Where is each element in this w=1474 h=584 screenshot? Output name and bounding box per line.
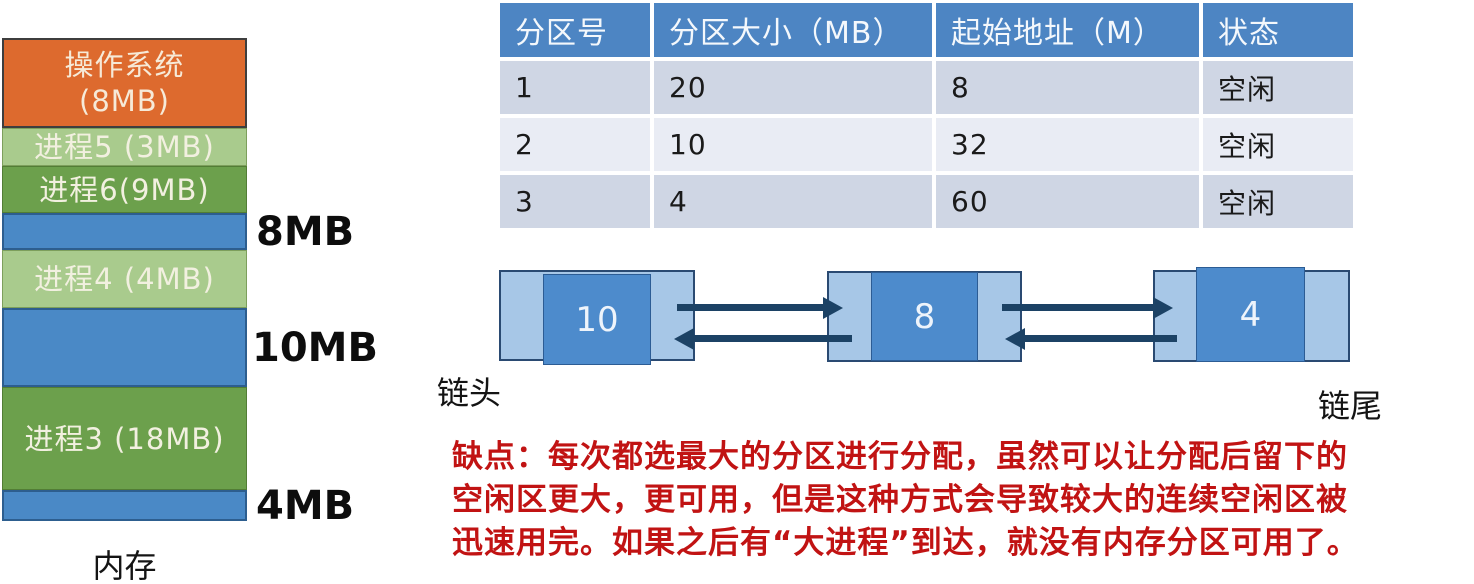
disadvantage-note: 缺点：每次都选最大的分区进行分配，虽然可以让分配后留下的 空闲区更大，更可用，但… bbox=[452, 436, 1359, 565]
arrow-back-8-to-10-icon bbox=[694, 335, 852, 342]
note-line-3: 迅速用完。如果之后有“大进程”到达，就没有内存分区可用了。 bbox=[452, 525, 1359, 561]
table-cell-r3-start-address: 60 bbox=[936, 175, 1199, 228]
table-cell-r2-start-address: 32 bbox=[936, 118, 1199, 171]
node-4-value: 4 bbox=[1196, 267, 1305, 362]
arrow-forward-10-to-8-icon bbox=[677, 304, 823, 311]
memory-column: 操作系统 (8MB) 进程5 (3MB) 进程6(9MB) 进程4 (4MB) … bbox=[2, 38, 247, 521]
node-10-value: 10 bbox=[543, 274, 651, 365]
arrow-forward-8-to-4-icon bbox=[1002, 304, 1153, 311]
table-cell-r1-start-address: 8 bbox=[936, 61, 1199, 114]
memory-block-free-8mb bbox=[2, 213, 247, 250]
table-cell-r2-partition-size: 10 bbox=[654, 118, 932, 171]
os-block-label: 操作系统 bbox=[64, 48, 185, 82]
table-header-start-address: 起始地址（M） bbox=[936, 3, 1199, 57]
memory-block-process6: 进程6(9MB) bbox=[2, 166, 247, 213]
table-header-status: 状态 bbox=[1203, 3, 1353, 57]
note-line-1: 缺点：每次都选最大的分区进行分配，虽然可以让分配后留下的 bbox=[452, 439, 1348, 475]
chain-tail-label: 链尾 bbox=[1318, 387, 1383, 425]
memory-caption: 内存 bbox=[92, 547, 157, 584]
os-block-size: (8MB) bbox=[79, 84, 170, 118]
free-size-label-10mb: 10MB bbox=[252, 325, 378, 371]
memory-block-process4: 进程4 (4MB) bbox=[2, 250, 247, 308]
free-size-label-4mb: 4MB bbox=[256, 483, 355, 529]
table-cell-r3-partition-size: 4 bbox=[654, 175, 932, 228]
table-cell-r1-status: 空闲 bbox=[1203, 61, 1353, 114]
table-cell-r2-partition-no: 2 bbox=[500, 118, 650, 171]
memory-block-process5: 进程5 (3MB) bbox=[2, 128, 247, 166]
table-cell-r3-status: 空闲 bbox=[1203, 175, 1353, 228]
free-size-label-8mb: 8MB bbox=[256, 209, 355, 255]
list-node-4: 4 bbox=[1153, 267, 1350, 362]
table-cell-r1-partition-no: 1 bbox=[500, 61, 650, 114]
process5-label: 进程5 (3MB) bbox=[34, 130, 215, 164]
process3-label: 进程3 (18MB) bbox=[24, 421, 225, 456]
memory-block-process3: 进程3 (18MB) bbox=[2, 387, 247, 490]
table-header-partition-size: 分区大小（MB） bbox=[654, 3, 932, 57]
node-8-value: 8 bbox=[871, 272, 978, 361]
table-cell-r3-partition-no: 3 bbox=[500, 175, 650, 228]
list-node-10: 10 bbox=[499, 270, 695, 365]
memory-block-free-10mb bbox=[2, 308, 247, 387]
list-node-8: 8 bbox=[827, 271, 1022, 362]
partition-table: 分区号 分区大小（MB） 起始地址（M） 状态 1 20 8 空闲 2 10 3… bbox=[500, 3, 1353, 228]
process4-label: 进程4 (4MB) bbox=[34, 262, 215, 296]
chain-head-label: 链头 bbox=[437, 374, 502, 412]
memory-block-os: 操作系统 (8MB) bbox=[2, 38, 247, 128]
table-cell-r2-status: 空闲 bbox=[1203, 118, 1353, 171]
memory-block-free-4mb bbox=[2, 490, 247, 521]
process6-label: 进程6(9MB) bbox=[39, 172, 210, 207]
arrow-back-4-to-8-icon bbox=[1025, 335, 1177, 342]
table-header-partition-no: 分区号 bbox=[500, 3, 650, 57]
table-cell-r1-partition-size: 20 bbox=[654, 61, 932, 114]
note-line-2: 空闲区更大，更可用，但是这种方式会导致较大的连续空闲区被 bbox=[452, 482, 1348, 518]
